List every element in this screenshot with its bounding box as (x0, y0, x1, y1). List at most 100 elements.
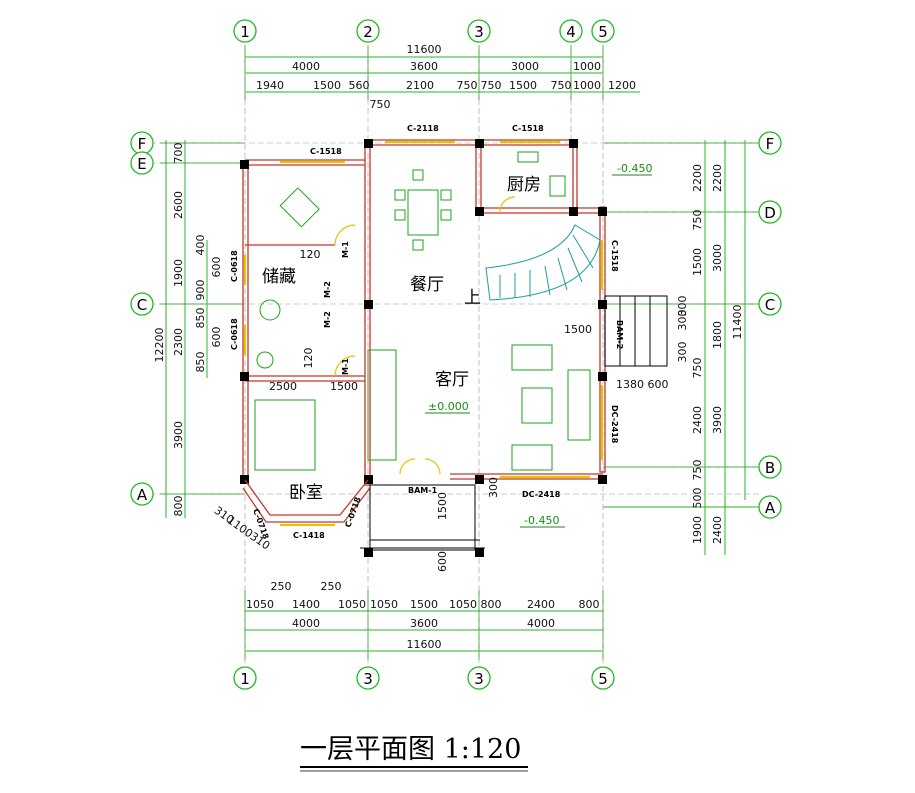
dim-left-inner: 850 (194, 352, 207, 373)
dim-top-r3: 560 (349, 79, 370, 92)
dim-porch: 600 (436, 551, 449, 572)
dim-right-mid: 3900 (711, 406, 724, 434)
window-tag: C-2118 (407, 124, 439, 133)
axis-top-5: 5 (598, 23, 608, 41)
dim-right-inner: 1900 (691, 516, 704, 544)
dim-right-outer: 11400 (731, 305, 744, 340)
window-tag: C-1518 (610, 240, 619, 272)
axis-right-D: D (764, 204, 776, 222)
door-tag: M-2 (323, 311, 332, 328)
dim-bottom-total: 11600 (407, 638, 442, 651)
dim-right-inner: 2400 (691, 406, 704, 434)
dim-bottom-r1: 2400 (527, 598, 555, 611)
dim-interior: 300 (676, 310, 689, 331)
window-tag: C-1518 (310, 147, 342, 156)
dim-left-inner: 400 (194, 235, 207, 256)
axis-top-2: 2 (363, 23, 373, 41)
door-tag: DC-2418 (522, 490, 561, 499)
dim-right-mid: 1800 (711, 321, 724, 349)
dim-bottom-r1: 800 (481, 598, 502, 611)
dim-top-r2: 3000 (511, 60, 539, 73)
dim-right-mid: 2400 (711, 516, 724, 544)
dim-left-mid: 3900 (172, 421, 185, 449)
dim-right-inner: 750 (691, 460, 704, 481)
dim-right-inner: 500 (691, 488, 704, 509)
dim-left-mid: 1900 (172, 259, 185, 287)
axis-bottom-3: 3 (474, 670, 484, 688)
room-storage: 储藏 (262, 267, 296, 287)
dim-right-inner: 750 (691, 210, 704, 231)
dim-top-r2: 4000 (292, 60, 320, 73)
level-mark: -0.450 (524, 514, 559, 527)
dim-bottom-r1: 1400 (292, 598, 320, 611)
dim-top-r3: 1000 (573, 79, 601, 92)
dim-interior: 1380 (616, 378, 644, 391)
dim-left-inner: 600 (210, 257, 223, 278)
door-tag: BAM-2 (615, 320, 624, 349)
dim-porch: 300 (487, 477, 500, 498)
window-tag: C-1518 (512, 124, 544, 133)
room-dining: 餐厅 (410, 275, 444, 295)
dim-right-inner: 300 (676, 296, 689, 317)
dim-right-inner: 1500 (691, 248, 704, 276)
dim-bottom-r1: 1500 (410, 598, 438, 611)
window-tag: C-0718 (343, 495, 362, 528)
axis-bottom-1: 1 (240, 670, 250, 688)
door-tag: M-1 (341, 241, 350, 258)
dim-interior: 120 (302, 348, 315, 369)
dim-interior: 2500 (269, 380, 297, 393)
axis-right-B: B (765, 459, 775, 477)
dim-bottom-r1: 1050 (338, 598, 366, 611)
dim-top-r3: 1940 (256, 79, 284, 92)
dim-top-r3: 1500 (313, 79, 341, 92)
axis-left-A: A (137, 486, 148, 504)
level-mark: -0.450 (617, 162, 652, 175)
dim-left-mid: 800 (172, 496, 185, 517)
window-tag: C-0618 (230, 318, 239, 350)
dim-interior: 120 (300, 248, 321, 261)
dim-right-mid: 2200 (711, 164, 724, 192)
dim-top-r2: 3600 (410, 60, 438, 73)
dim-left-inner: 900 (194, 280, 207, 301)
window-tag: C-0618 (230, 250, 239, 282)
dim-top-r3: 750 (551, 79, 572, 92)
axis-top-1: 1 (240, 23, 250, 41)
dim-left-inner: 850 (194, 308, 207, 329)
dim-right-inner: 750 (691, 358, 704, 379)
dim-top-r3: 750 (481, 79, 502, 92)
dim-interior: 1500 (330, 380, 358, 393)
axis-bottom-4: 5 (598, 670, 608, 688)
axis-left-F: F (138, 135, 147, 153)
window-tag: C-1418 (293, 531, 325, 540)
drawing-title: 一层平面图 1:120 (300, 734, 521, 765)
dim-right-mid: 3000 (711, 244, 724, 272)
dim-top-r2: 1000 (573, 60, 601, 73)
dim-left-inner: 600 (210, 327, 223, 348)
dim-interior: 1500 (564, 323, 592, 336)
axis-bottom-2: 3 (363, 670, 373, 688)
dim-bottom-r2: 3600 (410, 617, 438, 630)
room-bedroom: 卧室 (289, 483, 323, 503)
dim-top-extra: 750 (370, 98, 391, 111)
dim-bottom-r1: 1050 (370, 598, 398, 611)
level-mark: ±0.000 (428, 400, 469, 413)
room-kitchen: 厨房 (507, 175, 541, 195)
dim-left-mid: 700 (172, 143, 185, 164)
axis-top-3: 3 (474, 23, 484, 41)
dim-bottom-small: 250 (321, 580, 342, 593)
axis-top-4: 4 (566, 23, 576, 41)
dim-left-outer: 12200 (153, 328, 166, 363)
door-tag: M-1 (341, 358, 350, 375)
door-tag: M-2 (323, 281, 332, 298)
dim-bottom-small: 250 (271, 580, 292, 593)
dim-bottom-r1: 1050 (246, 598, 274, 611)
dim-top-r3: 1500 (509, 79, 537, 92)
dim-top-r3: 1200 (608, 79, 636, 92)
dim-left-mid: 2300 (172, 328, 185, 356)
dim-right-inner: 300 (676, 342, 689, 363)
door-tag: DC-2418 (610, 405, 619, 444)
dim-left-mid: 2600 (172, 191, 185, 219)
dim-top-r3: 750 (457, 79, 478, 92)
stair-label: 上 (464, 288, 481, 308)
